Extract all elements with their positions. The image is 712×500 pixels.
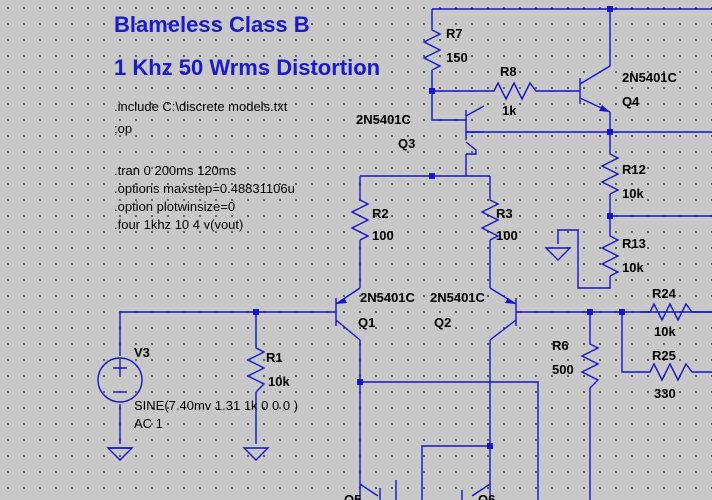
- ground-symbol: [544, 247, 572, 261]
- schematic-subtitle: 1 Khz 50 Wrms Distortion: [114, 55, 380, 80]
- r12-name-label: R12: [622, 162, 646, 177]
- q5-name-label: Q5: [344, 492, 361, 500]
- mirror-base-wire[interactable]: [421, 445, 490, 500]
- q1-name-label: Q1: [358, 315, 375, 330]
- r25-left-wire[interactable]: [621, 312, 640, 373]
- r13-name-label: R13: [622, 236, 646, 251]
- resistor-r3[interactable]: [480, 196, 500, 241]
- resistor-r1[interactable]: [246, 344, 266, 393]
- directive-line[interactable]: .include C:\discrete models.txt: [114, 99, 288, 114]
- q6-name-label: Q6: [478, 492, 495, 500]
- sources: [97, 247, 572, 461]
- r1-value-label: 10k: [268, 374, 290, 389]
- q4-model-label: 2N5401C: [622, 70, 678, 85]
- junction-dot: [619, 309, 625, 315]
- resistor-r2[interactable]: [350, 196, 370, 241]
- transistor-q2[interactable]: [489, 287, 517, 341]
- r25-name-label: R25: [652, 348, 676, 363]
- r8-value-label: 1k: [502, 103, 517, 118]
- component-labels: R7 150 R8 1k 2N5401C Q4 2N5401C Q3 R12 1…: [134, 26, 678, 500]
- r6-value-label: 500: [552, 362, 574, 377]
- junction-dot: [607, 129, 613, 135]
- resistor-r7[interactable]: [422, 26, 442, 71]
- ground-symbol: [242, 447, 270, 461]
- directive-line[interactable]: ;op: [114, 121, 132, 136]
- junction-dot: [587, 309, 593, 315]
- directive-line[interactable]: .tran 0 200ms 120ms: [114, 163, 237, 178]
- mirror-node-wire[interactable]: [360, 381, 539, 500]
- transistor-q4[interactable]: [579, 65, 611, 113]
- directive-line[interactable]: .options maxstep=0.48831106u: [114, 181, 295, 196]
- junction-dot: [607, 6, 613, 12]
- resistor-r6[interactable]: [580, 340, 600, 389]
- q3-model-label: 2N5401C: [356, 112, 412, 127]
- schematic-title: Blameless Class B: [114, 12, 310, 37]
- q2-name-label: Q2: [434, 315, 451, 330]
- r3-name-label: R3: [496, 206, 513, 221]
- v3-name-label: V3: [134, 345, 150, 360]
- wires: [119, 8, 712, 500]
- junction-dot: [607, 213, 613, 219]
- voltage-source-v3[interactable]: [97, 357, 143, 403]
- resistor-r24[interactable]: [640, 302, 712, 322]
- junctions: [253, 6, 625, 449]
- r24-value-label: 10k: [654, 324, 676, 339]
- q2-model-label: 2N5401C: [430, 290, 486, 305]
- r6-name-label: R6: [552, 338, 569, 353]
- resistor-r13[interactable]: [600, 228, 620, 277]
- q1-model-label: 2N5401C: [360, 290, 416, 305]
- spice-directives: .include C:\discrete models.txt ;op .tra…: [114, 99, 295, 232]
- transistor-q3[interactable]: [431, 104, 485, 155]
- transistors: [335, 65, 611, 500]
- resistor-r12[interactable]: [600, 150, 620, 195]
- resistor-r25[interactable]: [640, 362, 712, 382]
- r13-value-label: 10k: [622, 260, 644, 275]
- resistors: [246, 26, 712, 393]
- r3-value-label: 100: [496, 228, 518, 243]
- q4-name-label: Q4: [622, 94, 640, 109]
- r7-value-label: 150: [446, 50, 468, 65]
- transistor-q5[interactable]: [359, 483, 381, 500]
- junction-dot: [253, 309, 259, 315]
- junction-dot: [429, 88, 435, 94]
- resistor-r8[interactable]: [490, 81, 540, 101]
- ground-symbol: [106, 447, 134, 461]
- r2-name-label: R2: [372, 206, 389, 221]
- directive-line[interactable]: .four 1khz 10 4 v(vout): [114, 217, 243, 232]
- r12-value-label: 10k: [622, 186, 644, 201]
- r13-ground-return-wire[interactable]: [557, 229, 611, 289]
- r24-name-label: R24: [652, 286, 677, 301]
- directive-line[interactable]: .option plotwinsize=0: [114, 199, 235, 214]
- r25-value-label: 330: [654, 386, 676, 401]
- junction-dot: [429, 173, 435, 179]
- q3-name-label: Q3: [398, 136, 415, 151]
- transistor-q6[interactable]: [461, 483, 491, 500]
- r2-value-label: 100: [372, 228, 394, 243]
- v3-value-label: SINE(7.40mv 1.31 1k 0 0 0 ): [134, 398, 298, 413]
- junction-dot: [357, 379, 363, 385]
- r7-name-label: R7: [446, 26, 463, 41]
- r8-name-label: R8: [500, 64, 517, 79]
- junction-dot: [487, 443, 493, 449]
- r1-name-label: R1: [266, 350, 283, 365]
- transistor-q1[interactable]: [335, 287, 361, 341]
- v3-ac-label: AC 1: [134, 416, 163, 431]
